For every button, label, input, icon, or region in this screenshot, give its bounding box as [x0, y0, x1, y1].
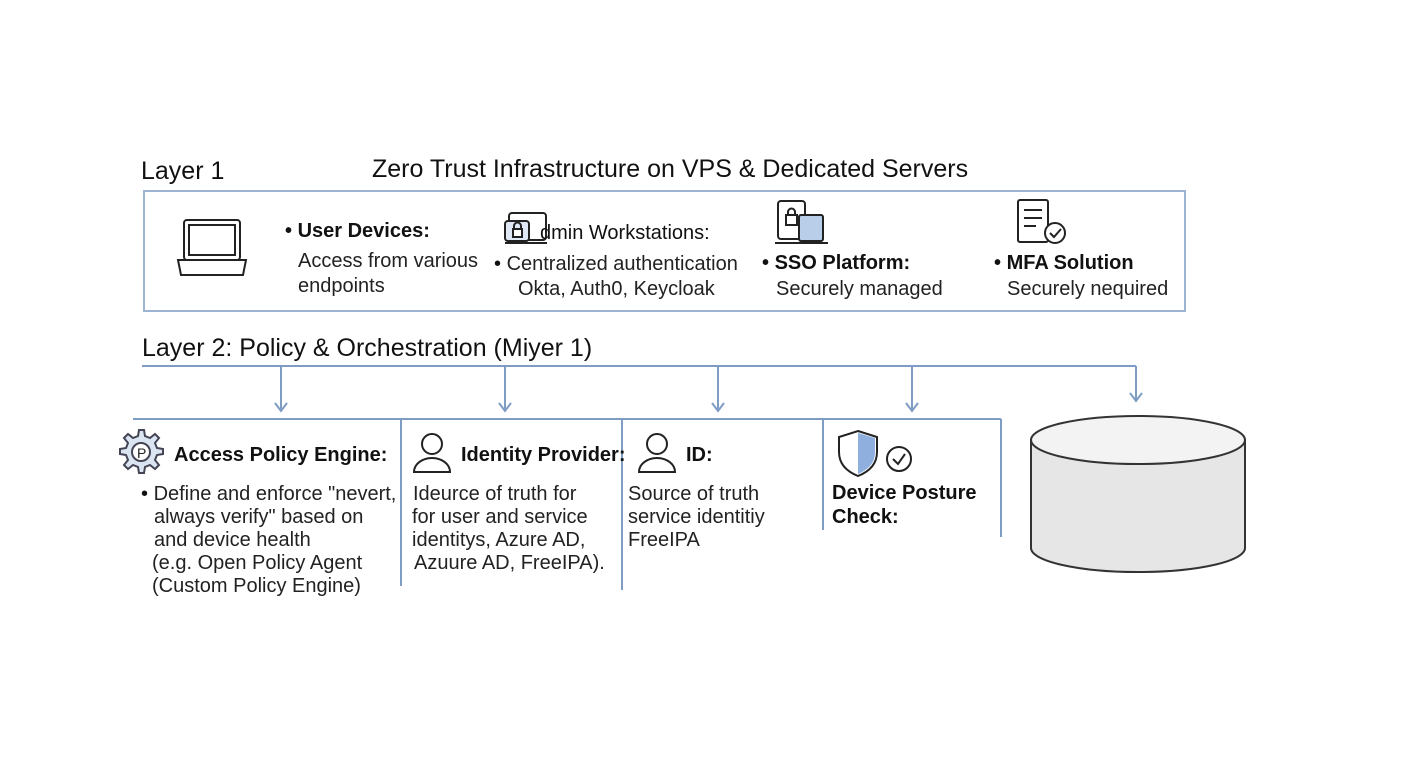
user-devices-heading: • User Devices: [285, 220, 430, 242]
device-posture-heading2: Check: [832, 506, 899, 528]
admin-workstations-line2: Okta, Auth0, Keycloak [518, 278, 715, 300]
user-devices-line2: endpoints [298, 275, 385, 297]
access-policy-line5: (Custom Policy Engine) [152, 575, 361, 597]
policy-gear-icon: P [119, 429, 164, 474]
id-heading: ID: [686, 444, 713, 466]
identity-provider-line1: Ideurce of truth for [413, 483, 577, 505]
identity-provider-heading: Identity Provider: [461, 444, 626, 466]
shield-check-icon [838, 429, 912, 478]
mfa-check-icon [1017, 199, 1066, 244]
mfa-solution-heading: • MFA Solution [994, 252, 1134, 274]
access-policy-line3: and device health [154, 529, 311, 551]
device-posture-heading: Device Posture [832, 482, 977, 504]
database-icon [1030, 415, 1246, 573]
user-icon [412, 433, 452, 473]
admin-workstations-heading: dmin Workstations: [540, 222, 710, 244]
locked-laptop-icon [504, 212, 547, 244]
admin-workstations-line1: • Centralized authentication [494, 253, 738, 275]
identity-provider-line3: identitys, Azure AD, [412, 529, 586, 551]
layer2-label: Layer 2: Policy & Orchestration (Miyer 1… [142, 334, 593, 362]
access-policy-engine-heading: Access Policy Engine: [174, 444, 388, 466]
id-line1: Source of truth [628, 483, 760, 505]
access-policy-line1: • Define and enforce "nevert, [141, 483, 397, 505]
id-line3: FreeIPA [628, 529, 700, 551]
sso-platform-heading: • SSO Platform: [762, 252, 911, 274]
layer1-box [143, 190, 1186, 312]
identity-provider-line4: Azuure AD, FreeIPA). [414, 552, 605, 574]
connector-lines [133, 365, 1143, 590]
layer1-label: Layer 1 [141, 157, 225, 185]
id-line2: service identitiy [628, 506, 765, 528]
mfa-solution-line1: Securely nequired [1007, 278, 1169, 300]
laptop-icon [176, 219, 248, 276]
identity-provider-line2: for user and service [412, 506, 588, 528]
user-icon [637, 433, 677, 473]
lock-devices-icon [775, 200, 828, 244]
sso-platform-line1: Securely managed [776, 278, 943, 300]
access-policy-line4: (e.g. Open Policy Agent [152, 552, 363, 574]
access-policy-line2: always verify" based on [154, 506, 364, 528]
svg-text:P: P [137, 445, 146, 461]
diagram-title: Zero Trust Infrastructure on VPS & Dedic… [372, 155, 969, 183]
user-devices-line1: Access from various [298, 250, 479, 272]
